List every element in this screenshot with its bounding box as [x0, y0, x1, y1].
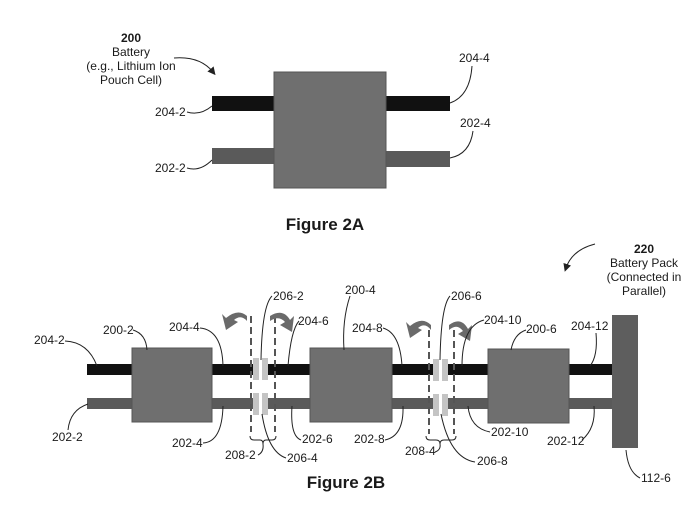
leader-line: [260, 295, 273, 361]
figure-2b: 220 Battery Pack (Connected in Parallel): [34, 242, 681, 492]
connector-206-6: [433, 359, 448, 381]
connector-206-4: [253, 393, 268, 415]
label-204-10: 204-10: [484, 313, 522, 327]
connector-206-2: [253, 358, 268, 380]
label-112-6: 112-6: [641, 471, 671, 485]
pack-desc-line1: Battery Pack: [610, 256, 679, 270]
label-202-2-b: 202-2: [52, 430, 83, 444]
leader-line: [510, 329, 527, 351]
label-202-4-b: 202-4: [172, 436, 203, 450]
figure-2a-caption: Figure 2A: [286, 215, 364, 234]
connector-206-8: [433, 394, 448, 416]
pack-ref-label: 220: [634, 242, 654, 256]
label-206-8: 206-8: [477, 454, 508, 468]
bus-bar-112-6: [612, 315, 638, 448]
label-204-2-b: 204-2: [34, 333, 65, 347]
label-204-2-a: 204-2: [155, 105, 186, 119]
battery-pointer-arrow: [173, 57, 216, 76]
leader-line: [261, 413, 287, 459]
fold-arrow-left-1: [222, 312, 247, 330]
label-202-4-a: 202-4: [460, 116, 491, 130]
leader-line: [67, 403, 89, 431]
leader-line: [382, 327, 403, 367]
fig2a-positive-tab-right: [384, 151, 450, 167]
label-200-6: 200-6: [526, 322, 557, 336]
label-200-2: 200-2: [103, 323, 134, 337]
leader-line: [467, 405, 491, 433]
label-206-2: 206-2: [273, 289, 304, 303]
leader-line: [186, 159, 213, 170]
fig2a-positive-tab-left: [212, 148, 278, 164]
label-202-6: 202-6: [302, 432, 333, 446]
leader-line: [589, 332, 597, 367]
leader-line: [449, 65, 473, 104]
cell-200-4: [309, 347, 393, 423]
leader-line: [434, 443, 441, 453]
label-206-6: 206-6: [451, 289, 482, 303]
leader-line: [64, 340, 98, 367]
leader-line: [287, 320, 300, 367]
fold-arrow-right-2: [449, 321, 472, 341]
pack-pointer-arrow: [563, 243, 596, 272]
leader-line: [461, 319, 485, 367]
figure-2a: 200 Battery (e.g., Lithium Ion Pouch Cel…: [86, 31, 491, 234]
battery-desc-line1: Battery: [112, 45, 150, 59]
fold-arrow-right-1: [270, 312, 294, 332]
label-206-4: 206-4: [287, 451, 318, 465]
battery-desc-line2: (e.g., Lithium Ion: [86, 59, 175, 73]
leader-line: [449, 130, 474, 159]
leader-line: [440, 413, 476, 463]
label-204-8: 204-8: [352, 321, 383, 335]
pack-desc-line2: (Connected in: [607, 270, 682, 284]
fig2a-negative-tab-left: [212, 96, 278, 111]
cell-200-2: [131, 347, 213, 423]
battery-desc-line3: Pouch Cell): [100, 73, 162, 87]
leader-line: [202, 405, 224, 444]
label-204-4-a: 204-4: [459, 51, 490, 65]
label-204-4-b: 204-4: [169, 320, 200, 334]
figure-2b-caption: Figure 2B: [307, 473, 385, 492]
leader-line: [291, 405, 302, 441]
leader-line: [186, 105, 213, 114]
label-202-2-a: 202-2: [155, 161, 186, 175]
fig2a-battery-cell: [273, 71, 387, 189]
label-202-8: 202-8: [354, 432, 385, 446]
leader-line: [581, 405, 595, 441]
leader-line: [343, 295, 351, 351]
label-200-4: 200-4: [345, 283, 376, 297]
leader-line: [439, 295, 451, 361]
label-204-6: 204-6: [298, 314, 329, 328]
label-202-12: 202-12: [547, 434, 585, 448]
label-204-12: 204-12: [571, 319, 609, 333]
battery-ref-label: 200: [121, 31, 141, 45]
fig2a-negative-tab-right: [384, 96, 450, 111]
leader-line: [625, 449, 641, 479]
joint-208-2-brace: [249, 435, 277, 445]
leader-line: [132, 329, 148, 351]
joint-208-4-brace: [425, 435, 457, 445]
cell-200-6: [487, 348, 570, 424]
label-208-2: 208-2: [225, 448, 256, 462]
pack-desc-line3: Parallel): [622, 284, 666, 298]
leader-line: [199, 327, 224, 367]
leader-line: [384, 405, 404, 441]
label-202-10: 202-10: [491, 425, 529, 439]
leader-line: [257, 443, 264, 456]
fold-arrow-left-2: [406, 320, 431, 338]
label-208-4: 208-4: [405, 444, 436, 458]
